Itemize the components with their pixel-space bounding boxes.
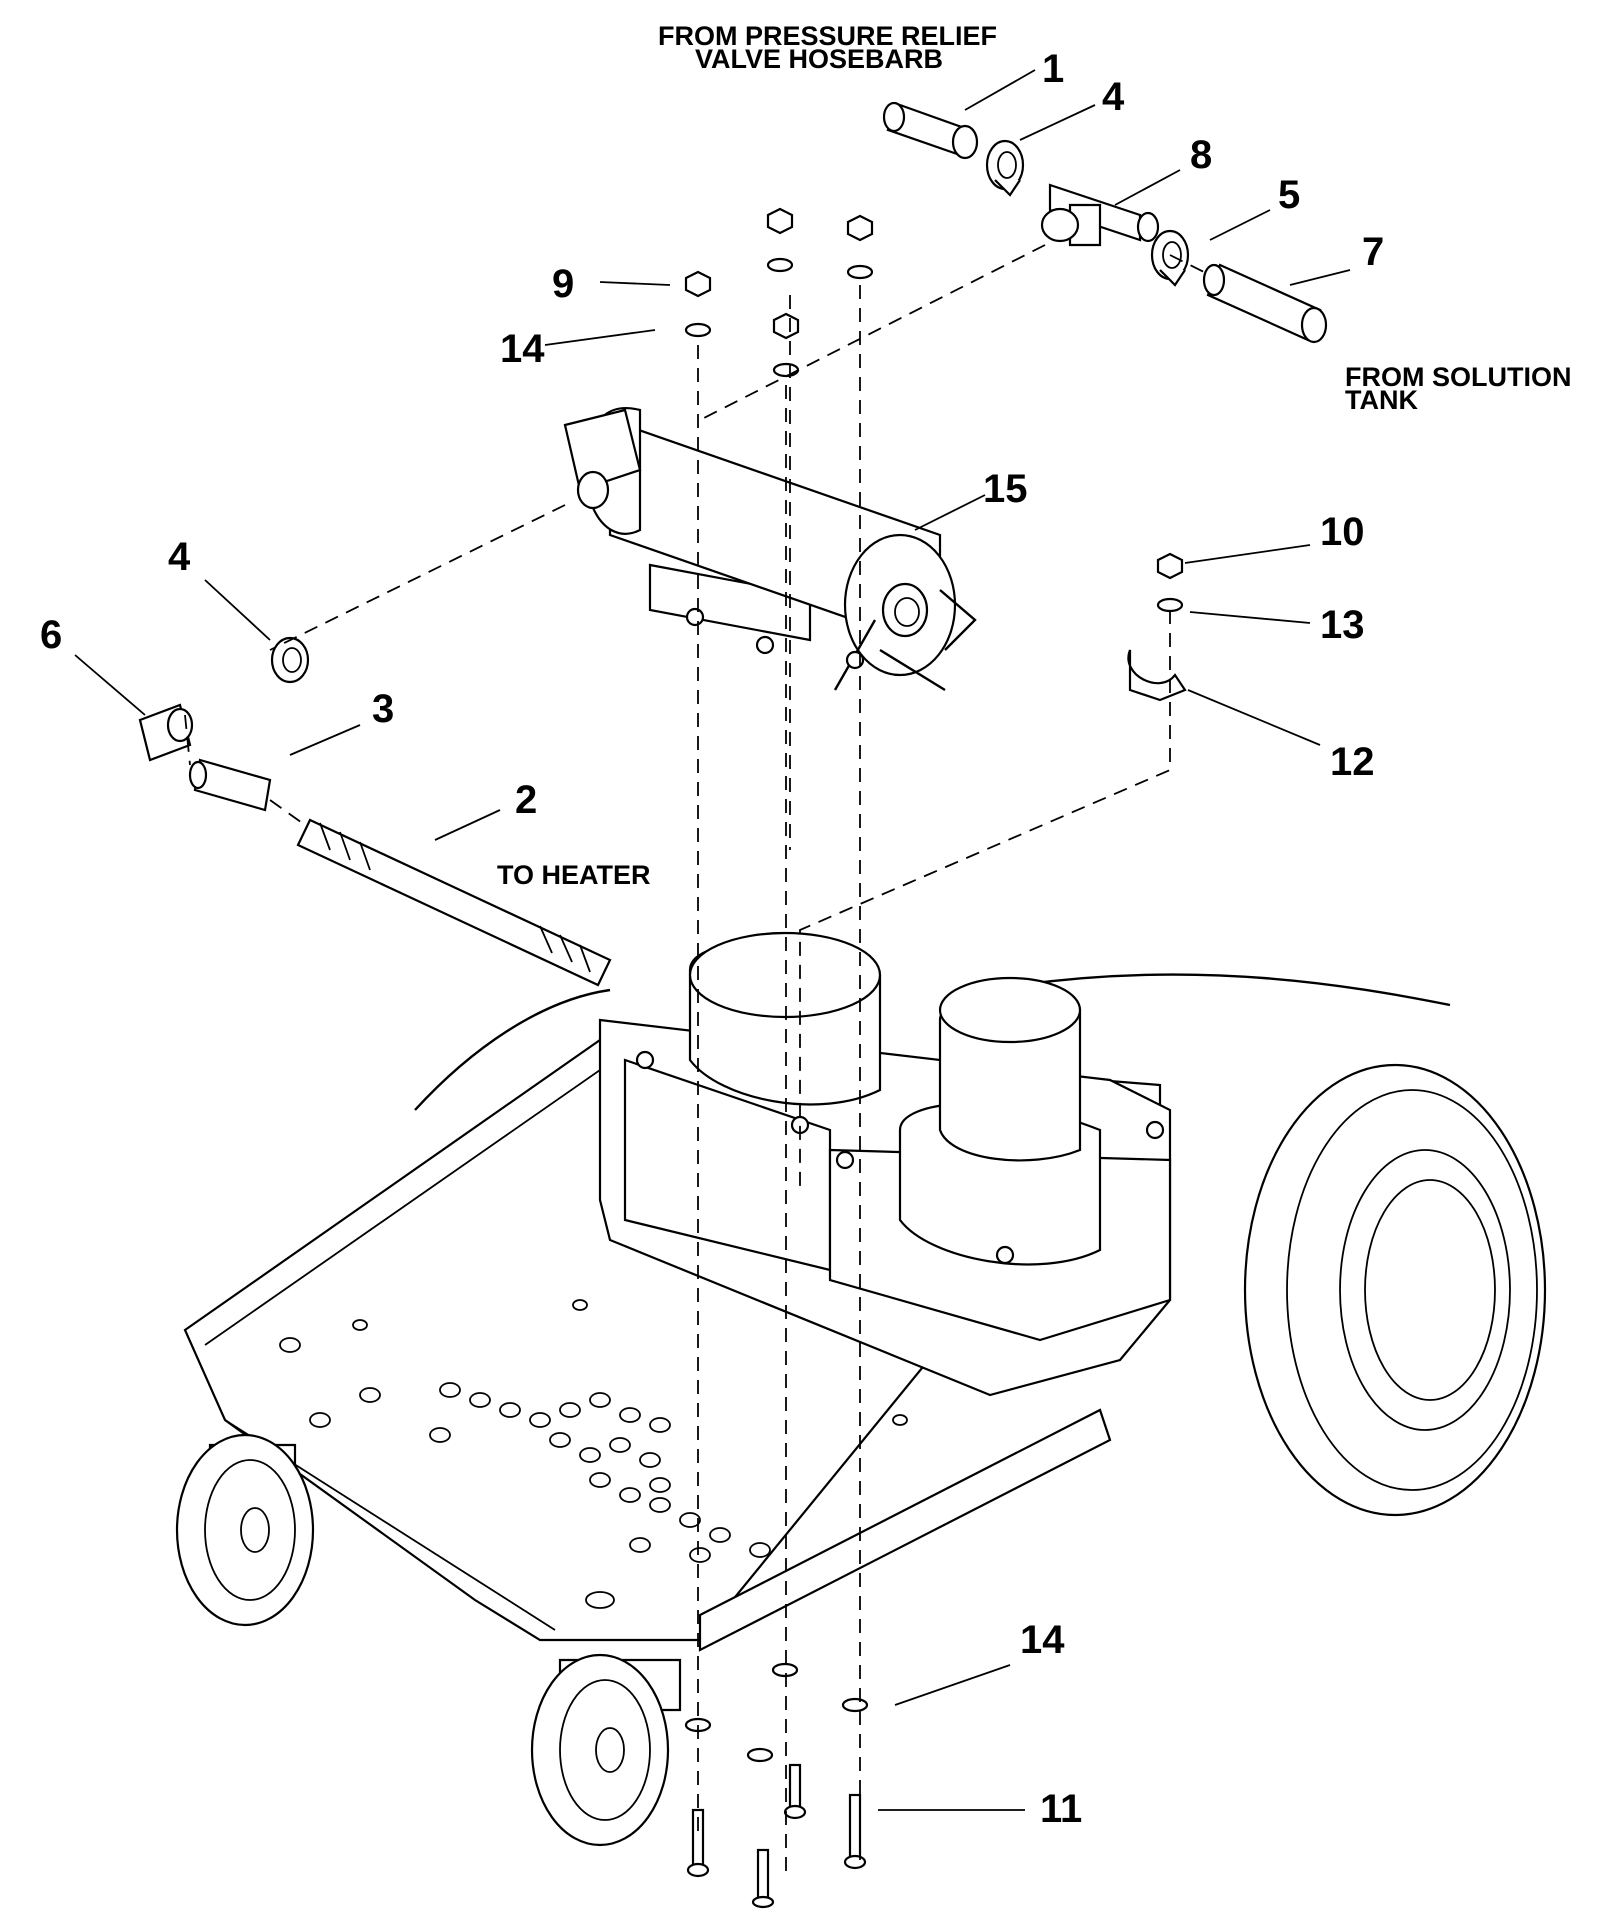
note-from-solution-line1: FROM SOLUTION	[1345, 362, 1571, 392]
callout-1: 1	[1042, 47, 1064, 91]
note-to-heater: TO HEATER	[497, 860, 651, 890]
clamp-5	[1150, 229, 1190, 287]
leader-lines	[74, 69, 1351, 1811]
callout-15: 15	[983, 467, 1028, 511]
elbow-6	[138, 703, 194, 762]
pump-assembly	[563, 407, 977, 692]
hose-1	[882, 101, 979, 160]
callout-9: 9	[552, 262, 574, 306]
callout-13: 13	[1320, 603, 1365, 647]
note-from-relief-line1: FROM PRESSURE RELIEF	[658, 21, 997, 51]
plate-holes	[279, 1299, 908, 1609]
callout-14-top: 14	[500, 327, 545, 371]
callout-4-top: 4	[1102, 75, 1125, 119]
tee-fitting-8	[1040, 183, 1160, 247]
note-from-solution-line2: TANK	[1345, 385, 1418, 415]
front-caster-right	[530, 1653, 682, 1847]
callout-14-bottom: 14	[1020, 1618, 1065, 1662]
hose-7	[1202, 263, 1328, 344]
fitting-3	[188, 758, 272, 812]
screws	[686, 1763, 867, 1909]
callout-7: 7	[1362, 230, 1384, 274]
callout-11: 11	[1040, 1787, 1082, 1831]
callout-2: 2	[515, 778, 537, 822]
callout-10: 10	[1320, 510, 1365, 554]
callout-8: 8	[1190, 133, 1212, 177]
vacuum-motor-housing	[598, 931, 1172, 1397]
callout-4-left: 4	[168, 535, 191, 579]
note-from-relief-line2: VALVE HOSEBARB	[695, 44, 943, 74]
callout-12: 12	[1330, 740, 1375, 784]
callout-5: 5	[1278, 173, 1300, 217]
rear-wheel	[1243, 1063, 1547, 1517]
assembly-lines	[184, 244, 1211, 1880]
callout-6: 6	[40, 613, 62, 657]
clamp-4-left	[270, 636, 310, 684]
clamp-4-top	[985, 139, 1025, 197]
hose-2	[296, 818, 612, 987]
front-caster-left	[175, 1433, 315, 1627]
callout-3: 3	[372, 687, 394, 731]
